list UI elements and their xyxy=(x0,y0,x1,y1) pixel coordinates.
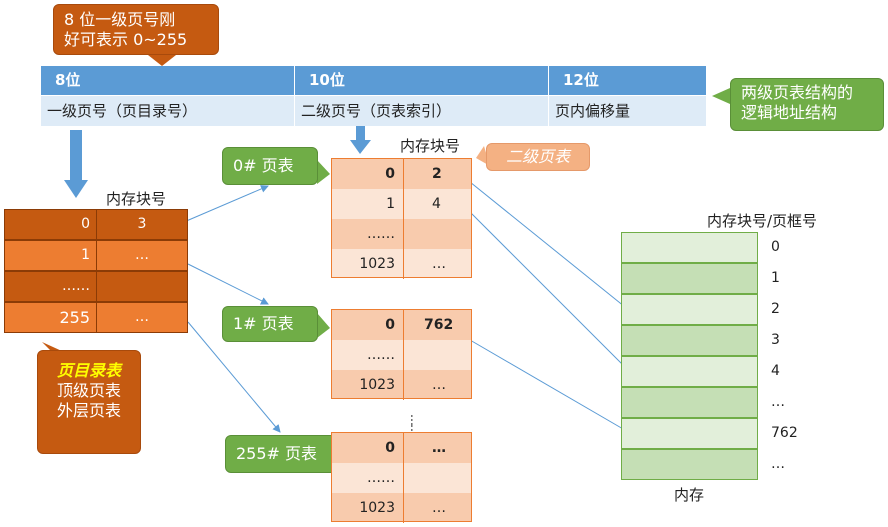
pt0-row-value: 2 xyxy=(432,166,442,182)
memory-frame xyxy=(621,325,758,356)
page-directory-header: 内存块号 xyxy=(106,190,167,208)
callout-tail-pt1 xyxy=(317,313,330,338)
memory-frame-label: 4 xyxy=(771,363,780,379)
pt1-row-key: 0 xyxy=(332,310,404,340)
address-field-3-bits: 12位 xyxy=(549,66,707,95)
memory-frame-label: 0 xyxy=(771,239,780,255)
pt0-row-value xyxy=(404,219,472,249)
pt0-row: 1023 … xyxy=(332,249,471,279)
callout-dir-title: 页目录表 xyxy=(56,361,121,380)
pt255-row: 0 … xyxy=(332,433,471,464)
address-field-1-name: 一级页号（页目录号） xyxy=(41,95,295,126)
callout-two-level-line2: 逻辑地址结构 xyxy=(741,103,838,122)
callout-page-table-0: 0# 页表 xyxy=(222,147,318,185)
callout-tail-two-level xyxy=(712,88,730,104)
pt0-row: …… xyxy=(332,219,471,250)
pt1-row-key: 1023 xyxy=(332,370,404,400)
page-table-header: 内存块号 xyxy=(400,137,461,155)
page-directory-row: 1 … xyxy=(4,240,188,271)
pt0-row: 0 2 xyxy=(332,159,471,190)
callout-page-directory: 页目录表 顶级页表 外层页表 xyxy=(37,350,141,454)
callout-tail-dir-title xyxy=(42,342,64,352)
callout-dir-alias-1: 顶级页表 xyxy=(56,381,121,400)
dir-row-value: … xyxy=(135,247,149,263)
dir-row-key: 1 xyxy=(5,241,97,270)
pt0-row-key: 1023 xyxy=(332,249,404,279)
link-dir255-pt255 xyxy=(187,321,281,433)
memory-frame-label: … xyxy=(771,456,785,472)
dir-row-value xyxy=(97,272,187,301)
memory-frame-label: 762 xyxy=(771,425,798,441)
address-field-3-name: 页内偏移量 xyxy=(549,95,707,126)
memory-frame xyxy=(621,263,758,294)
link-pt1-mem762 xyxy=(469,339,631,434)
pt0-row-key: 1 xyxy=(332,189,404,219)
pt0-row-value: … xyxy=(432,256,446,272)
page-table-0: 0 2 1 4 …… 1023 … xyxy=(331,158,472,279)
dir-row-value: … xyxy=(135,309,149,325)
memory-frame-label: … xyxy=(771,394,785,410)
pt1-row: 0 762 xyxy=(332,310,471,341)
pt255-row-key: 1023 xyxy=(332,493,404,523)
callout-page-table-255: 255# 页表 xyxy=(225,435,340,473)
pt0-row-value: 4 xyxy=(432,196,441,212)
memory-frame-label: 1 xyxy=(771,270,780,286)
memory-caption: 内存 xyxy=(674,486,705,504)
page-directory-row: 0 3 xyxy=(4,209,188,240)
pt1-row-key: …… xyxy=(332,340,404,370)
link-pt0-mem4 xyxy=(469,211,631,373)
callout-tail-eight-bits xyxy=(148,55,176,66)
callout-dir-alias-2: 外层页表 xyxy=(56,401,121,420)
page-directory-row: …… xyxy=(4,271,188,302)
memory-frame-label: 3 xyxy=(771,332,780,348)
address-field-2-bits: 10位 xyxy=(295,66,549,95)
pt1-row-value: … xyxy=(432,377,446,393)
address-field-1-bits: 8位 xyxy=(41,66,295,95)
callout-two-level-title: 两级页表结构的 逻辑地址结构 xyxy=(730,78,884,131)
pt255-row: 1023 … xyxy=(332,493,471,523)
link-dir1-pt1 xyxy=(187,263,269,305)
page-table-255: 0 … …… 1023 … xyxy=(331,432,472,523)
pt1-row-value xyxy=(404,340,472,370)
callout-eight-bits-line1: 8 位一级页号刚 xyxy=(64,10,176,29)
memory-frame xyxy=(621,232,758,263)
pt255-row-key: 0 xyxy=(332,433,404,463)
link-pt0-mem2 xyxy=(469,181,631,312)
pt1-row-value: 762 xyxy=(424,317,454,333)
callout-second-level: 二级页表 xyxy=(486,143,590,171)
dir-row-value: 3 xyxy=(137,216,147,232)
callout-page-table-1: 1# 页表 xyxy=(222,306,318,342)
dir-row-key: 0 xyxy=(5,210,97,239)
memory-frame xyxy=(621,449,758,480)
link-dir0-pt0 xyxy=(183,185,269,223)
pt0-row-key: …… xyxy=(332,219,404,249)
address-field-2-name: 二级页号（页表索引） xyxy=(295,95,549,126)
memory-frame xyxy=(621,418,758,449)
callout-eight-bits: 8 位一级页号刚 好可表示 0~255 xyxy=(53,4,219,55)
callout-eight-bits-line2: 好可表示 0~255 xyxy=(64,30,188,49)
vertical-ellipsis: …… xyxy=(408,414,422,434)
callout-tail-pt0 xyxy=(317,160,330,184)
memory-frame xyxy=(621,294,758,325)
pt1-row: 1023 … xyxy=(332,370,471,400)
pt0-row-key: 0 xyxy=(332,159,404,189)
memory-header: 内存块号/页框号 xyxy=(707,212,818,230)
pt255-row-key: …… xyxy=(332,463,404,493)
down-arrow-dir xyxy=(64,130,88,198)
pt0-row: 1 4 xyxy=(332,189,471,220)
page-table-1: 0 762 …… 1023 … xyxy=(331,309,472,400)
dir-row-key: …… xyxy=(5,272,97,301)
pt1-row: …… xyxy=(332,340,471,371)
memory-frame-label: 2 xyxy=(771,301,780,317)
pt255-row-value: … xyxy=(432,500,446,516)
callout-two-level-line1: 两级页表结构的 xyxy=(741,83,854,102)
memory-frame xyxy=(621,356,758,387)
pt255-row: …… xyxy=(332,463,471,494)
memory-frame xyxy=(621,387,758,418)
pt255-row-value xyxy=(404,463,472,493)
pt255-row-value: … xyxy=(432,440,446,456)
page-directory-row: 255 … xyxy=(4,302,188,333)
down-arrow-pt xyxy=(350,118,371,154)
dir-row-key: 255 xyxy=(5,303,97,332)
